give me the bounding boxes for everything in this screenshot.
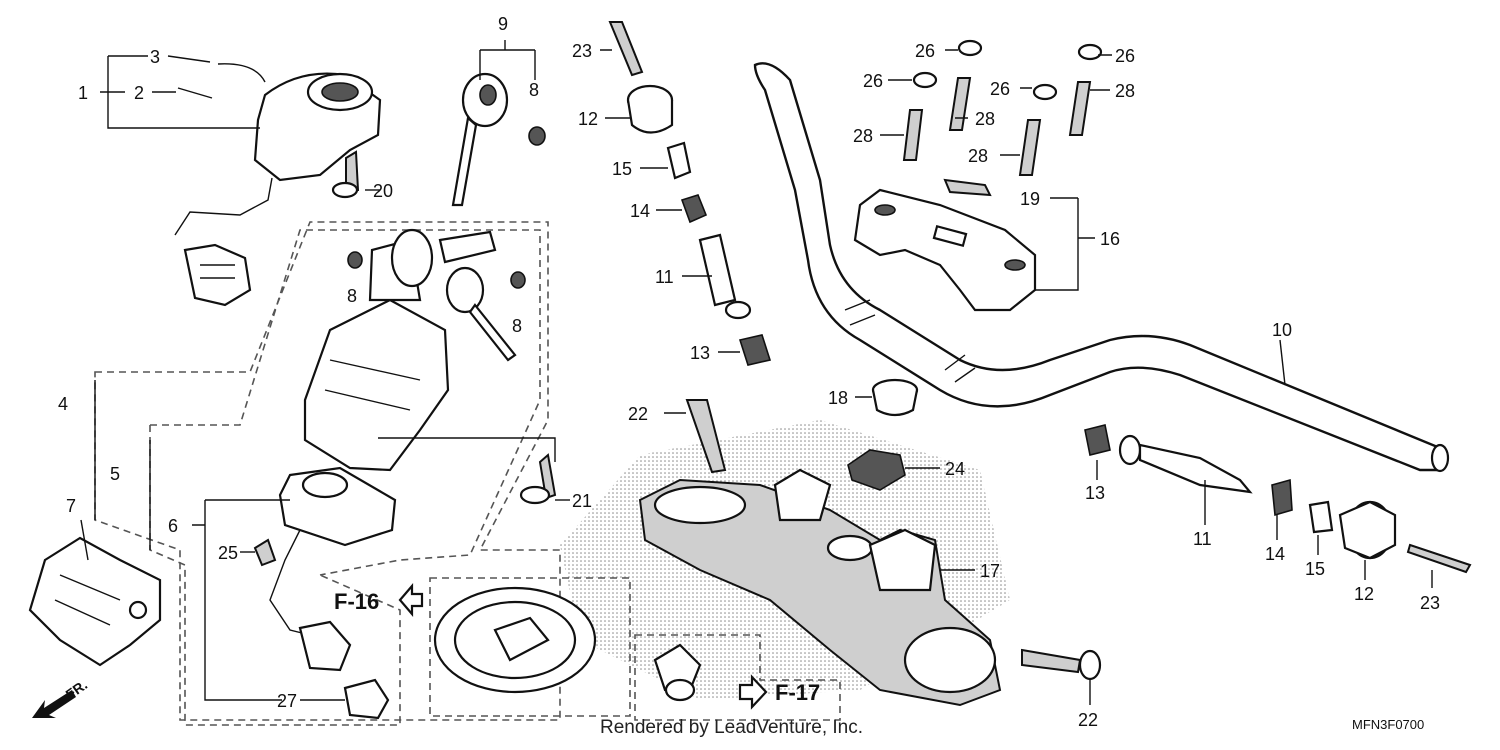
weight-inner-11b bbox=[1118, 434, 1253, 494]
rubber-13a bbox=[738, 334, 772, 366]
screw-23b bbox=[1406, 543, 1472, 574]
callout-8b: 8 bbox=[347, 286, 357, 306]
ignition-switch-body bbox=[303, 228, 517, 472]
handlebar-end bbox=[1430, 443, 1450, 473]
callout-11a: 11 bbox=[655, 267, 674, 287]
callout-17: 17 bbox=[980, 561, 1000, 581]
group-outline-5b bbox=[149, 425, 401, 726]
nut-24 bbox=[847, 449, 906, 491]
callout-3: 3 bbox=[150, 47, 160, 67]
handlebar bbox=[753, 62, 1447, 472]
clip-27 bbox=[343, 678, 390, 720]
collar-15b bbox=[1308, 500, 1334, 534]
group-outline-4 bbox=[94, 221, 561, 721]
caps-26 bbox=[912, 39, 1103, 101]
callout-12a: 12 bbox=[578, 109, 598, 129]
callout-26b: 26 bbox=[915, 41, 935, 61]
callout-22a: 22 bbox=[628, 404, 648, 424]
fuel-lock-outline bbox=[634, 634, 841, 721]
key bbox=[451, 72, 509, 207]
fuel-cap-outline bbox=[429, 577, 631, 717]
ignition-switch-cover bbox=[174, 72, 382, 307]
washer-8c bbox=[510, 271, 526, 289]
callout-12b: 12 bbox=[1354, 584, 1374, 604]
callout-18: 18 bbox=[828, 388, 848, 408]
callout-27: 27 bbox=[277, 691, 297, 711]
callout-21: 21 bbox=[572, 491, 592, 511]
callout-7: 7 bbox=[66, 496, 76, 516]
weight-12a bbox=[626, 84, 674, 134]
callout-20: 20 bbox=[373, 181, 393, 201]
bracket-7 bbox=[28, 536, 162, 667]
screw-25 bbox=[253, 538, 277, 567]
callout-8c: 8 bbox=[512, 316, 522, 336]
callout-23a: 23 bbox=[572, 41, 592, 61]
callout-2: 2 bbox=[134, 83, 144, 103]
credit-text: Rendered by LeadVenture, Inc. bbox=[600, 717, 863, 738]
callout-10: 10 bbox=[1272, 320, 1292, 340]
group-outline-5 bbox=[150, 229, 541, 576]
handlebar-knurl bbox=[844, 299, 976, 383]
callout-9: 9 bbox=[498, 14, 508, 34]
rubber-13b bbox=[1084, 424, 1111, 456]
nut-14b bbox=[1271, 478, 1293, 517]
callout-28a: 28 bbox=[853, 126, 873, 146]
callout-1: 1 bbox=[78, 83, 88, 103]
callout-19: 19 bbox=[1020, 189, 1040, 209]
callout-28d: 28 bbox=[1115, 81, 1135, 101]
callout-28c: 28 bbox=[968, 146, 988, 166]
callout-13b: 13 bbox=[1085, 483, 1105, 503]
callout-5: 5 bbox=[110, 464, 120, 484]
fuel-lock bbox=[653, 643, 702, 702]
top-bridge bbox=[638, 468, 1002, 707]
callout-14a: 14 bbox=[630, 201, 650, 221]
callout-23b: 23 bbox=[1420, 593, 1440, 613]
callout-13a: 13 bbox=[690, 343, 710, 363]
leader-lines bbox=[80, 40, 1433, 705]
nut-14a bbox=[680, 194, 708, 224]
weight-inner-11a bbox=[698, 233, 752, 320]
bolts-28 bbox=[902, 77, 1092, 176]
cap-18 bbox=[871, 378, 919, 417]
front-arrow-icon bbox=[32, 690, 76, 718]
collar-15a bbox=[666, 141, 692, 180]
snap-ring bbox=[217, 63, 266, 83]
weight-12b bbox=[1338, 500, 1397, 560]
callout-16: 16 bbox=[1100, 229, 1120, 249]
handlebar-holder bbox=[853, 188, 1037, 312]
arrow-f16 bbox=[398, 583, 424, 617]
screw-23a bbox=[608, 21, 644, 77]
callout-14b: 14 bbox=[1265, 544, 1285, 564]
washer-8a bbox=[528, 126, 546, 146]
washer-8b bbox=[347, 251, 363, 269]
callout-6: 6 bbox=[168, 516, 178, 536]
ref-f17: F-17 bbox=[775, 680, 820, 705]
plate-19 bbox=[943, 178, 992, 197]
arrow-f17 bbox=[738, 674, 768, 710]
callout-24: 24 bbox=[945, 459, 965, 479]
callout-26d: 26 bbox=[1115, 46, 1135, 66]
callout-15b: 15 bbox=[1305, 559, 1325, 579]
pin bbox=[177, 87, 213, 99]
callout-28b: 28 bbox=[975, 109, 995, 129]
fuel-cap bbox=[433, 586, 597, 694]
bolt-22b bbox=[1021, 648, 1082, 674]
immobilizer-receiver bbox=[269, 466, 397, 672]
callout-26a: 26 bbox=[863, 71, 883, 91]
diagram-code: MFN3F0700 bbox=[1352, 717, 1424, 732]
callout-15a: 15 bbox=[612, 159, 632, 179]
ref-f16: F-16 bbox=[334, 589, 379, 614]
callout-25: 25 bbox=[218, 543, 238, 563]
callout-26c: 26 bbox=[990, 79, 1010, 99]
callout-4: 4 bbox=[58, 394, 68, 414]
callout-8a: 8 bbox=[529, 80, 539, 100]
callout-22b: 22 bbox=[1078, 710, 1098, 730]
callout-11b: 11 bbox=[1193, 529, 1212, 549]
bolt-22a bbox=[685, 399, 727, 474]
screw-21 bbox=[538, 453, 557, 500]
